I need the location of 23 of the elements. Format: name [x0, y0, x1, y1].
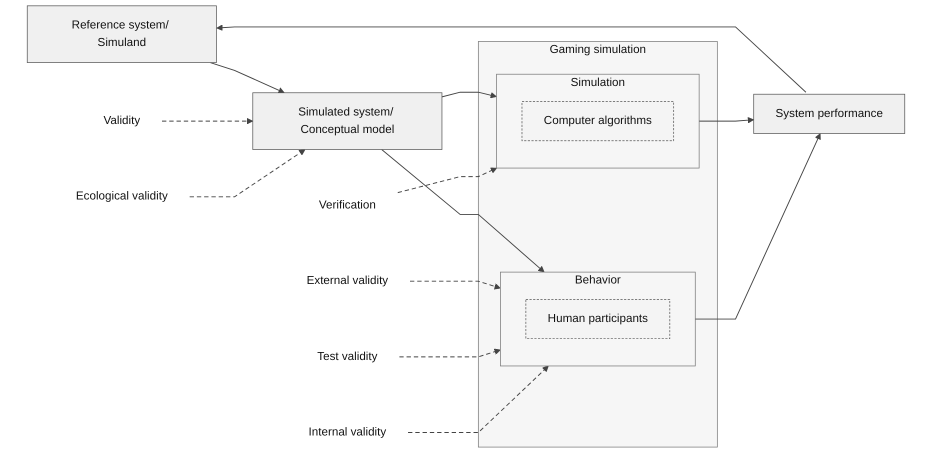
arrow — [381, 149, 544, 272]
node-text: Validity — [103, 114, 140, 127]
arrow — [216, 24, 806, 93]
node-box: Reference system/ Simuland — [26, 5, 217, 63]
node-box: Human participants — [526, 299, 670, 340]
arrow — [162, 118, 254, 124]
arrow — [441, 92, 497, 98]
arrow — [694, 133, 821, 320]
node-text: Test validity — [317, 350, 378, 363]
node-text: External validity — [306, 274, 388, 288]
arrow — [189, 149, 306, 198]
node-box: System performance — [753, 94, 906, 134]
node-box: Simulated system/ Conceptual model — [252, 92, 442, 150]
node-box: Computer algorithms — [522, 101, 674, 142]
node-text: Verification — [318, 198, 376, 212]
arrow — [210, 62, 285, 94]
arrow — [398, 348, 501, 358]
arrow — [409, 280, 501, 290]
node-text: Ecological validity — [76, 190, 168, 203]
node-text: Internal validity — [308, 426, 386, 438]
arrow — [397, 168, 498, 194]
arrow — [698, 116, 754, 124]
arrow — [408, 366, 549, 433]
